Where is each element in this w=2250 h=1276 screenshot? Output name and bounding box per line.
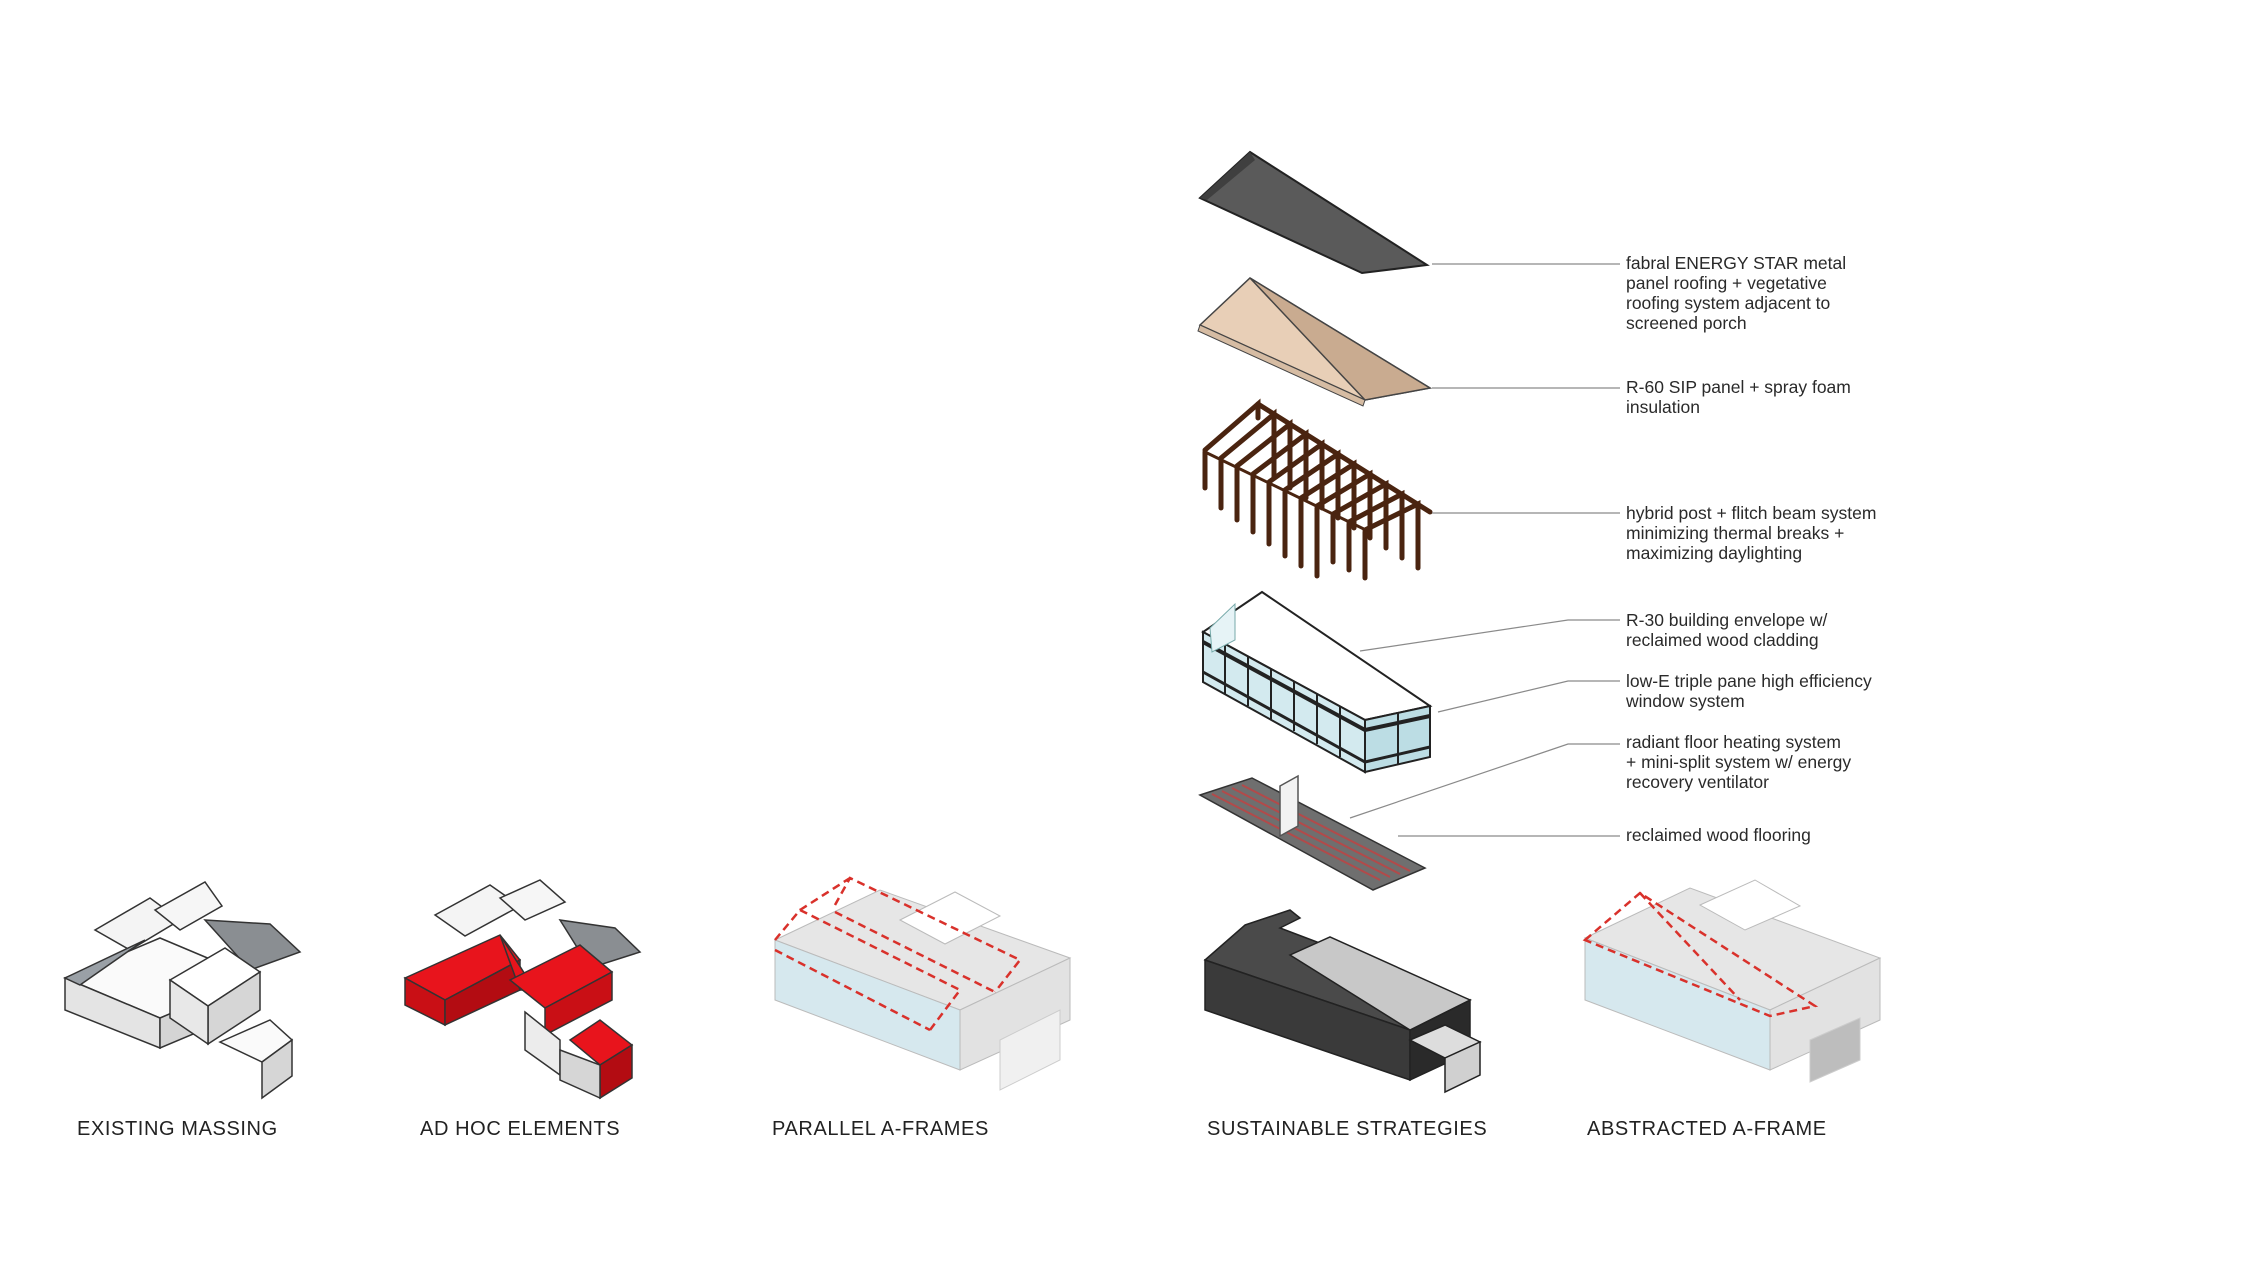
callout-metal-roofing: fabral ENERGY STAR metal panel roofing +… <box>1626 253 1847 333</box>
sustainable-strategies-diagram <box>1203 909 1482 1094</box>
caption-abstracted-a-frame: ABSTRACTED A-FRAME <box>1587 1118 1827 1140</box>
callout-post-beam-system: hybrid post + flitch beam system minimiz… <box>1626 503 1877 563</box>
abstracted-a-frame-diagram <box>1582 879 1882 1083</box>
callout-sip-panel: R-60 SIP panel + spray foam insulation <box>1626 377 1851 417</box>
caption-sustainable-strategies: SUSTAINABLE STRATEGIES <box>1207 1118 1488 1140</box>
radiant-floor-layer <box>1198 774 1427 891</box>
callout-radiant-heating: radiant floor heating system + mini-spli… <box>1626 732 1852 792</box>
parallel-a-frames-diagram <box>773 876 1072 1091</box>
caption-ad-hoc-elements: AD HOC ELEMENTS <box>420 1118 621 1140</box>
ad-hoc-elements-diagram <box>403 879 642 1100</box>
sip-panel-layer <box>1197 277 1433 407</box>
metal-roof-layer <box>1198 150 1430 275</box>
timber-frame-layer <box>1202 398 1433 581</box>
caption-existing-massing: EXISTING MASSING <box>77 1118 278 1140</box>
leader-lines <box>1349 263 1620 837</box>
callout-wood-flooring: reclaimed wood flooring <box>1626 825 1811 845</box>
callout-window-system: low-E triple pane high efficiency window… <box>1626 671 1872 711</box>
existing-massing-diagram <box>63 881 302 1100</box>
caption-parallel-a-frames: PARALLEL A-FRAMES <box>772 1118 989 1140</box>
callout-building-envelope: R-30 building envelope w/ reclaimed wood… <box>1626 610 1828 650</box>
envelope-window-layer <box>1201 590 1433 774</box>
